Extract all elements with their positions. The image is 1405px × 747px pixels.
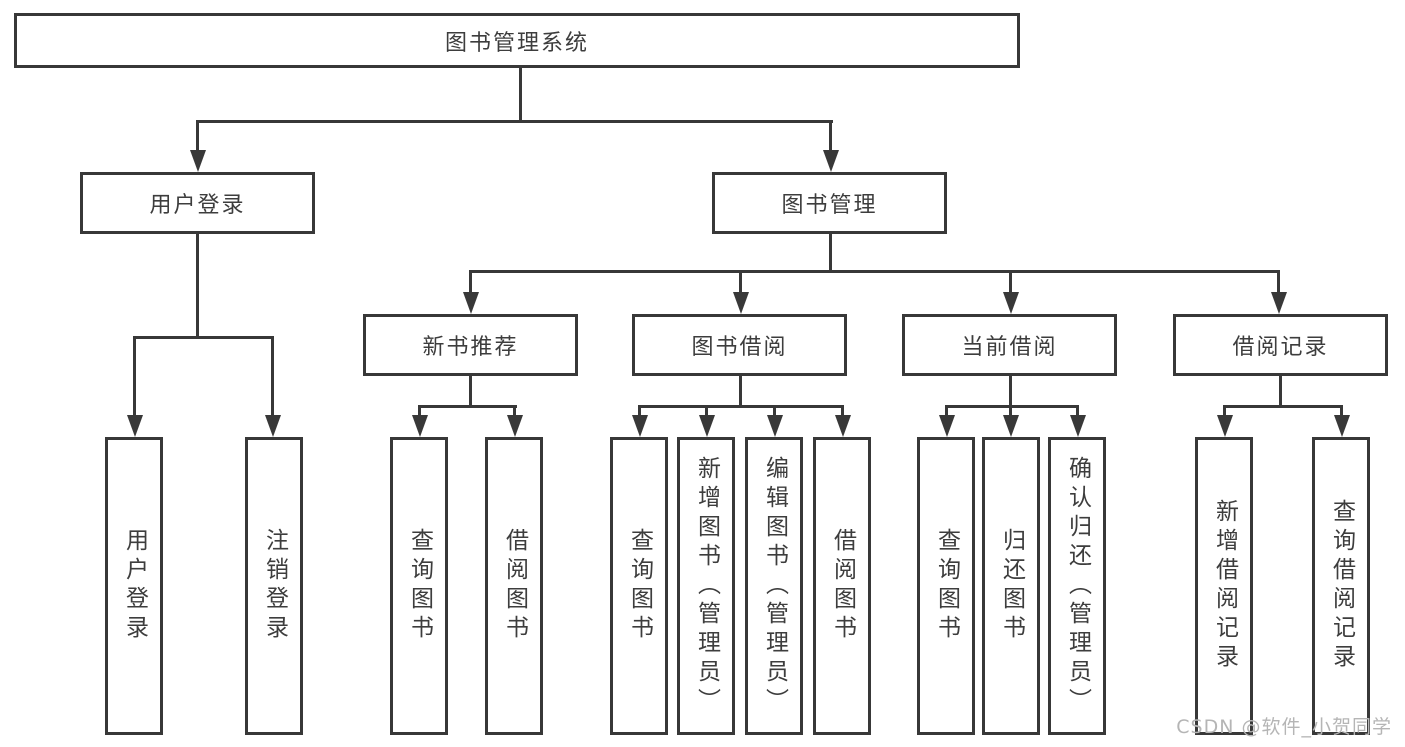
connector-leaf-drop (513, 405, 516, 419)
connector-leaf-rail (1223, 405, 1342, 408)
connector-level3-drop (1009, 270, 1012, 296)
connector-root-stem (519, 68, 522, 123)
arrow-down-icon (1003, 415, 1019, 437)
connector-level3-drop (469, 270, 472, 296)
connector-leaf-drop (841, 405, 844, 419)
arrow-down-icon (767, 415, 783, 437)
node-root: 图书管理系统 (14, 13, 1020, 68)
leaf-query-books-1: 查询图书 (390, 437, 448, 735)
node-new-book-recommend: 新书推荐 (363, 314, 578, 376)
connector-group-stem (1009, 374, 1012, 407)
connector-user-login-drop (196, 120, 199, 156)
arrow-down-icon (507, 415, 523, 437)
connector-leaf-rail (638, 405, 843, 408)
arrow-down-icon (127, 415, 143, 437)
node-current-borrow-label: 当前借阅 (961, 335, 1058, 360)
connector-book-mgmt-drop (829, 120, 832, 156)
leaf-query-books-2: 查询图书 (610, 437, 668, 735)
csdn-watermark: CSDN @软件_小贺同学 (1176, 716, 1392, 738)
leaf-add-borrow-record: 新增借阅记录 (1195, 437, 1253, 735)
leaf-label: 新增图书（管理员） (693, 455, 720, 717)
node-book-mgmt-label: 图书管理 (781, 193, 878, 218)
arrow-down-icon (835, 415, 851, 437)
arrow-down-icon (1217, 415, 1233, 437)
connector-book-mgmt-stem (829, 231, 832, 272)
connector-leaf-drop (418, 405, 421, 419)
connector-leaf-rail (418, 405, 517, 408)
leaf-user-login: 用户登录 (105, 437, 163, 735)
connector-leaf-drop (638, 405, 641, 419)
arrow-down-icon (190, 150, 206, 172)
leaf-label: 查询图书 (933, 528, 960, 644)
arrow-down-icon (823, 150, 839, 172)
arrow-down-icon (632, 415, 648, 437)
connector-level2-rail (196, 120, 833, 123)
connector-user-login-stem (196, 231, 199, 338)
connector-group-stem (469, 374, 472, 407)
arrow-down-icon (1334, 415, 1350, 437)
arrow-down-icon (1271, 292, 1287, 314)
arrow-down-icon (265, 415, 281, 437)
node-new-book-recommend-label: 新书推荐 (422, 335, 519, 360)
connector-leaf-drop (271, 336, 274, 418)
leaf-edit-books-admin: 编辑图书（管理员） (745, 437, 803, 735)
leaf-label: 编辑图书（管理员） (761, 455, 788, 717)
leaf-borrow-books-1: 借阅图书 (485, 437, 543, 735)
node-borrow-records: 借阅记录 (1173, 314, 1388, 376)
connector-leaf-drop (1340, 405, 1343, 419)
leaf-label: 确认归还（管理员） (1064, 455, 1091, 717)
node-book-borrow: 图书借阅 (632, 314, 847, 376)
leaf-add-books-admin: 新增图书（管理员） (677, 437, 735, 735)
connector-leaf-drop (705, 405, 708, 419)
leaf-label: 查询图书 (626, 528, 653, 644)
node-user-login-label: 用户登录 (149, 193, 246, 218)
connector-leaf-drop (1009, 405, 1012, 419)
node-book-borrow-label: 图书借阅 (691, 335, 788, 360)
connector-group-stem (1279, 374, 1282, 407)
connector-leaf-drop (945, 405, 948, 419)
leaf-label: 借阅图书 (829, 528, 856, 644)
node-root-label: 图书管理系统 (444, 30, 589, 56)
leaf-label: 查询图书 (406, 528, 433, 644)
leaf-label: 用户登录 (121, 528, 148, 644)
leaf-logout: 注销登录 (245, 437, 303, 735)
connector-user-login-rail (133, 336, 274, 339)
leaf-query-books-3: 查询图书 (917, 437, 975, 735)
arrow-down-icon (699, 415, 715, 437)
leaf-label: 新增借阅记录 (1211, 499, 1238, 673)
leaf-label: 注销登录 (261, 528, 288, 644)
connector-level3-drop (739, 270, 742, 296)
connector-leaf-drop (1076, 405, 1079, 419)
leaf-confirm-return-admin: 确认归还（管理员） (1048, 437, 1106, 735)
leaf-query-borrow-record: 查询借阅记录 (1312, 437, 1370, 735)
connector-leaf-drop (1223, 405, 1226, 419)
arrow-down-icon (939, 415, 955, 437)
arrow-down-icon (463, 292, 479, 314)
node-current-borrow: 当前借阅 (902, 314, 1117, 376)
leaf-label: 查询借阅记录 (1328, 499, 1355, 673)
connector-level3-drop (1277, 270, 1280, 296)
connector-leaf-drop (773, 405, 776, 419)
node-user-login: 用户登录 (80, 172, 315, 234)
connector-level3-rail (469, 270, 1280, 273)
connector-leaf-drop (133, 336, 136, 418)
leaf-borrow-books-2: 借阅图书 (813, 437, 871, 735)
leaf-label: 归还图书 (998, 528, 1025, 644)
arrow-down-icon (1070, 415, 1086, 437)
node-borrow-records-label: 借阅记录 (1232, 335, 1329, 360)
arrow-down-icon (733, 292, 749, 314)
arrow-down-icon (412, 415, 428, 437)
leaf-return-books: 归还图书 (982, 437, 1040, 735)
leaf-label: 借阅图书 (501, 528, 528, 644)
node-book-mgmt: 图书管理 (712, 172, 947, 234)
connector-group-stem (739, 374, 742, 407)
arrow-down-icon (1003, 292, 1019, 314)
